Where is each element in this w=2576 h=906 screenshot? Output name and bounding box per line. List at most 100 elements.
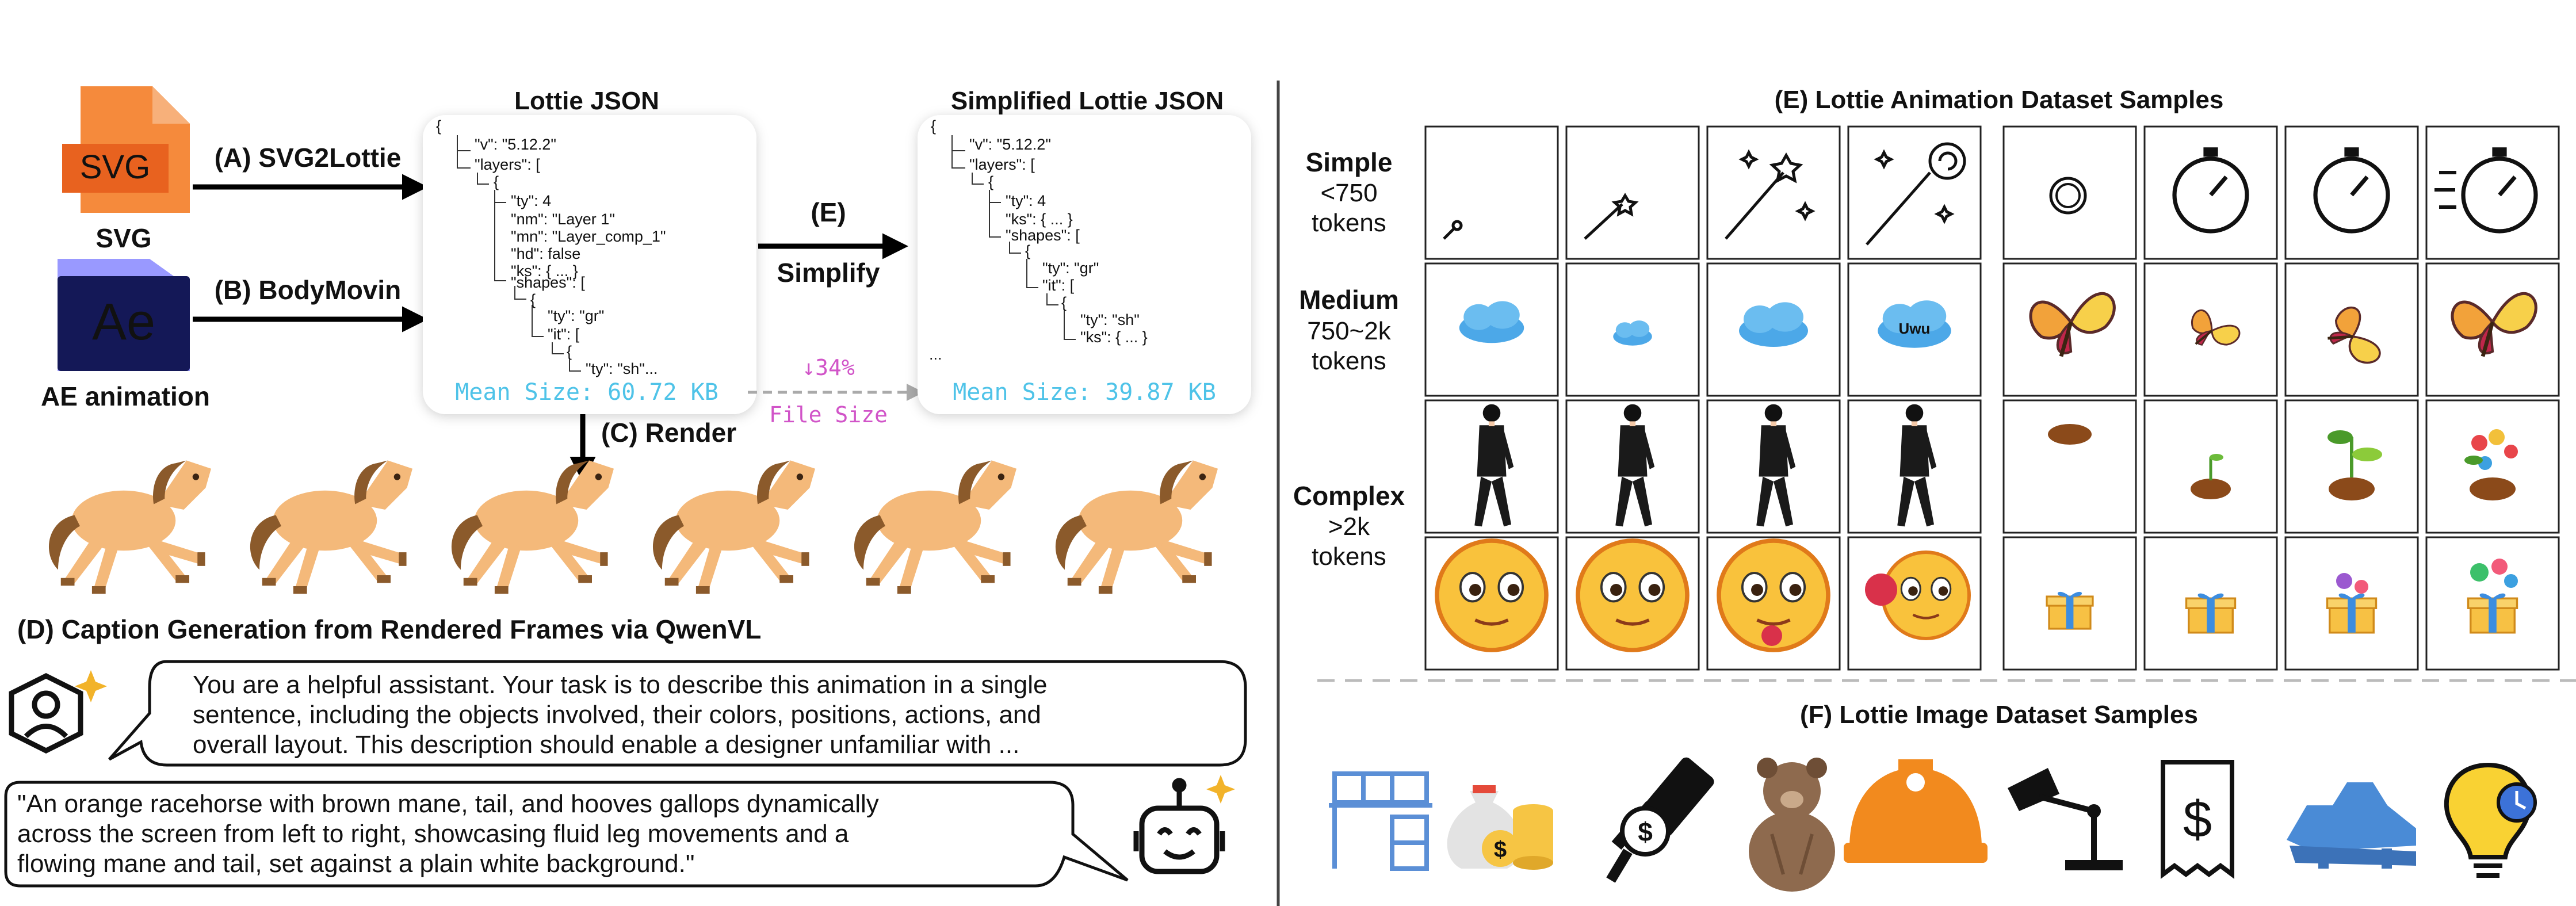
stopwatch-icon [2049, 147, 2536, 231]
caption-line: across the screen from left to right, sh… [17, 820, 849, 848]
lottie-mean-size: Mean Size: 60.72 KB [455, 379, 718, 406]
caption-line: flowing mane and tail, set against a pla… [17, 850, 694, 878]
row-name: Complex [1293, 481, 1405, 511]
gift-box-icon [2046, 559, 2518, 634]
sample-cell [1706, 399, 1841, 534]
row-range: <750 [1320, 179, 1377, 207]
row-range: >2k [1328, 513, 1370, 541]
robot-icon [1133, 778, 1225, 874]
step-c-label: (C) Render [601, 418, 736, 448]
simplified-mean-size: Mean Size: 39.87 KB [953, 379, 1216, 406]
json-line: { [1025, 242, 1030, 259]
row-label-complex: Complex >2k tokens [1293, 481, 1405, 571]
simplified-json-title: Simplified Lottie JSON [951, 87, 1224, 115]
growing-plant-icon [2048, 424, 2518, 500]
json-line: { [530, 291, 536, 308]
json-line: "mn": "Layer_comp_1" [511, 228, 666, 245]
json-line: { [1061, 294, 1067, 311]
row-unit: tokens [1312, 542, 1386, 571]
json-line: "v": "5.12.2" [475, 136, 556, 153]
json-line: { [988, 173, 993, 190]
prompt-line: You are a helpful assistant. Your task i… [193, 671, 1048, 699]
receipt-icon: $ [2161, 760, 2234, 879]
json-line: "shapes": [ [1006, 227, 1080, 244]
lottie-json-lines: { "v": "5.12.2" "layers": [ { "ty": 4 "n… [436, 117, 666, 377]
bear-icon [1749, 758, 1835, 892]
crocodile-icon [2287, 782, 2416, 869]
json-line: "it": [ [548, 326, 580, 343]
json-line: "ty": 4 [511, 192, 551, 209]
step-d-label: (D) Caption Generation from Rendered Fra… [17, 614, 761, 644]
horse-frame [250, 460, 412, 594]
json-line: "ty": "gr" [548, 307, 604, 324]
json-line: "hd": false [511, 245, 580, 262]
image-dataset-title: (F) Lottie Image Dataset Samples [1800, 701, 2198, 729]
json-line: "ty": "sh"... [586, 360, 658, 377]
lottie-json-card [423, 115, 756, 414]
json-line: "ks": { ... } [1006, 211, 1073, 228]
svg-label: SVG [95, 223, 151, 253]
sample-cell [2284, 536, 2419, 671]
prompt-line: overall layout. This description should … [193, 731, 1019, 759]
row-name: Medium [1299, 285, 1399, 315]
step-e-label: (E) [811, 197, 846, 227]
lottie-json-tree [457, 135, 581, 372]
sample-cell [2425, 125, 2560, 260]
horse-frame [48, 460, 211, 594]
file-size-label: File Size [769, 402, 888, 427]
svg-text:Uwu: Uwu [1899, 320, 1931, 337]
sample-cell [2002, 125, 2137, 260]
json-line: { [494, 173, 499, 190]
sample-cell [2425, 262, 2560, 397]
desk-lamp-icon [2008, 768, 2123, 870]
json-line: "ks": { ... } [1080, 328, 1148, 346]
row-unit: tokens [1312, 209, 1386, 237]
svg-text:$: $ [1638, 817, 1653, 847]
prompt-bubble [108, 660, 1247, 767]
json-line: ... [929, 346, 942, 363]
horse-frame [451, 460, 614, 594]
svg-text:$: $ [2183, 791, 2212, 848]
json-line: { [436, 117, 441, 135]
simplified-json-card [918, 115, 1251, 414]
auction-gavel-icon: $ [1606, 757, 1714, 883]
lottie-json-title: Lottie JSON [514, 87, 659, 115]
simplify-label: Simplify [777, 258, 880, 288]
json-line: "ks": { ... } [511, 262, 578, 280]
svg-file-icon: SVG [62, 86, 190, 213]
json-line: "layers": [ [475, 156, 540, 173]
reduction-label: ↓34% [802, 355, 855, 380]
after-effects-icon: Ae [58, 259, 190, 371]
smiley-emoji-icon [1437, 541, 1969, 650]
row-unit: tokens [1312, 347, 1386, 375]
step-a-label: (A) SVG2Lottie [215, 143, 402, 173]
svg-icon-text: SVG [80, 148, 151, 186]
step-b-label: (B) BodyMovin [215, 275, 402, 305]
json-line: "v": "5.12.2" [969, 136, 1051, 153]
sample-cell [2425, 399, 2560, 534]
magic-wand-icon [1443, 142, 1966, 246]
prompt-text: You are a helpful assistant. Your task i… [193, 671, 1048, 759]
sample-cell [2002, 399, 2137, 534]
simplified-json-lines: { "v": "5.12.2" "layers": [ { "ty": 4 "k… [929, 117, 1148, 363]
bulb-clock-icon [2444, 762, 2537, 878]
json-line: { [567, 343, 572, 360]
row-label-medium: Medium 750~2k tokens [1299, 285, 1399, 375]
sparkle-icon [1206, 775, 1235, 804]
json-line: "ty": "sh" [1080, 311, 1140, 328]
row-name: Simple [1306, 147, 1393, 177]
animation-dataset-title: (E) Lottie Animation Dataset Samples [1775, 86, 2224, 114]
json-line: "ty": 4 [1006, 192, 1046, 209]
ae-icon-text: Ae [92, 293, 155, 351]
sparkle-icon [75, 670, 107, 702]
hard-hat-icon [1844, 759, 1988, 863]
ae-label: AE animation [41, 381, 210, 411]
json-line: "nm": "Layer 1" [511, 211, 615, 228]
json-line: "ty": "gr" [1042, 259, 1099, 277]
json-line: { [931, 117, 936, 135]
horse-frame [854, 460, 1016, 594]
prompt-line: sentence, including the objects involved… [193, 701, 1041, 729]
caption-text: "An orange racehorse with brown mane, ta… [17, 790, 879, 878]
json-line: "layers": [ [969, 156, 1035, 173]
json-line: "shapes": [ [511, 274, 585, 291]
